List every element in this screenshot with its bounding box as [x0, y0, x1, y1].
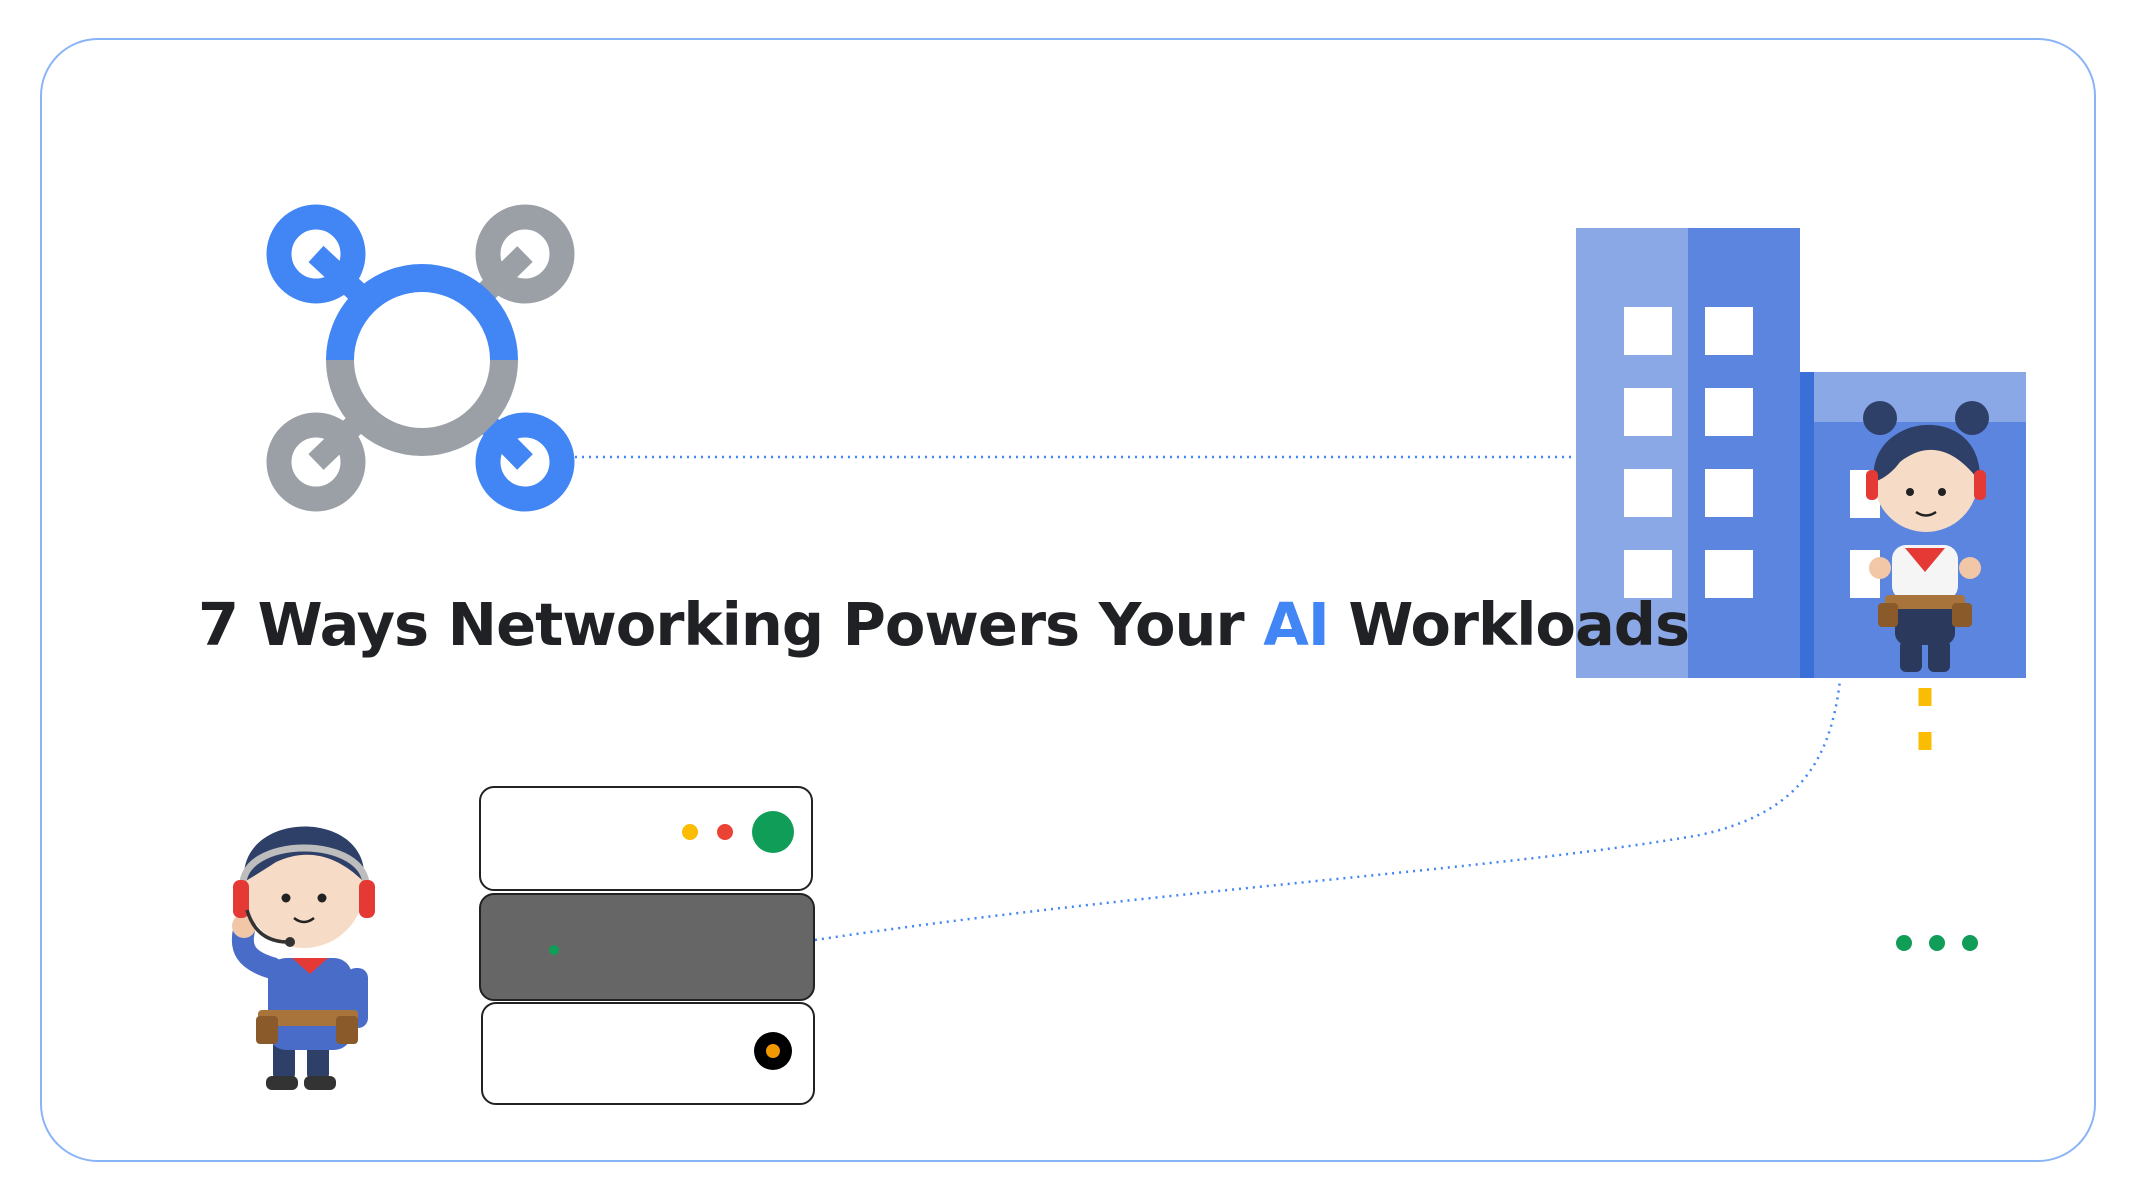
headline: 7 Ways Networking Powers Your AI Workloa…	[198, 590, 1690, 659]
network-hub-icon	[266, 204, 575, 512]
ellipsis-dots-icon	[1896, 935, 1978, 951]
server-rack-icon	[479, 786, 815, 1105]
builder-character-figure	[1863, 401, 1989, 672]
headline-lead: 7 Ways Networking Powers Your	[198, 590, 1264, 659]
office-building-icon	[1576, 228, 2026, 678]
headline-tail: Workloads	[1328, 590, 1690, 659]
server-to-building-connector	[814, 679, 1842, 942]
support-technician-figure	[231, 826, 375, 1090]
headline-highlight: AI	[1263, 590, 1330, 659]
card-frame	[40, 38, 2096, 1162]
